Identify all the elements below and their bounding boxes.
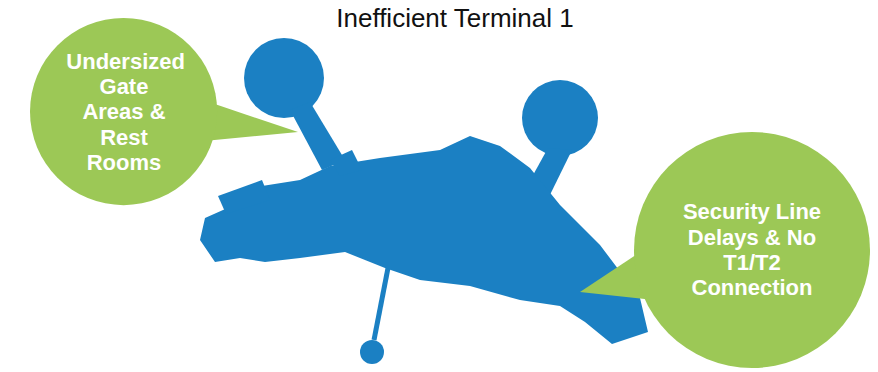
- main-terminal: [200, 136, 648, 344]
- callout-circle: Undersized Gate Areas & Rest Rooms: [30, 18, 217, 205]
- callout-text: Security Line Delays & No T1/T2 Connecti…: [679, 199, 825, 300]
- callout-text: Undersized Gate Areas & Rest Rooms: [66, 49, 181, 175]
- circle-fill: [30, 18, 217, 205]
- pier-end: [360, 340, 384, 364]
- terminal-wing: [330, 150, 362, 176]
- pier: [374, 268, 388, 340]
- terminal-wing: [218, 180, 270, 214]
- diagram-title: Inefficient Terminal 1: [336, 3, 574, 34]
- rotunda: [522, 80, 598, 156]
- callout-circle: Security Line Delays & No T1/T2 Connecti…: [634, 132, 870, 368]
- circle-fill: [634, 132, 870, 368]
- terminal-building: [200, 38, 648, 364]
